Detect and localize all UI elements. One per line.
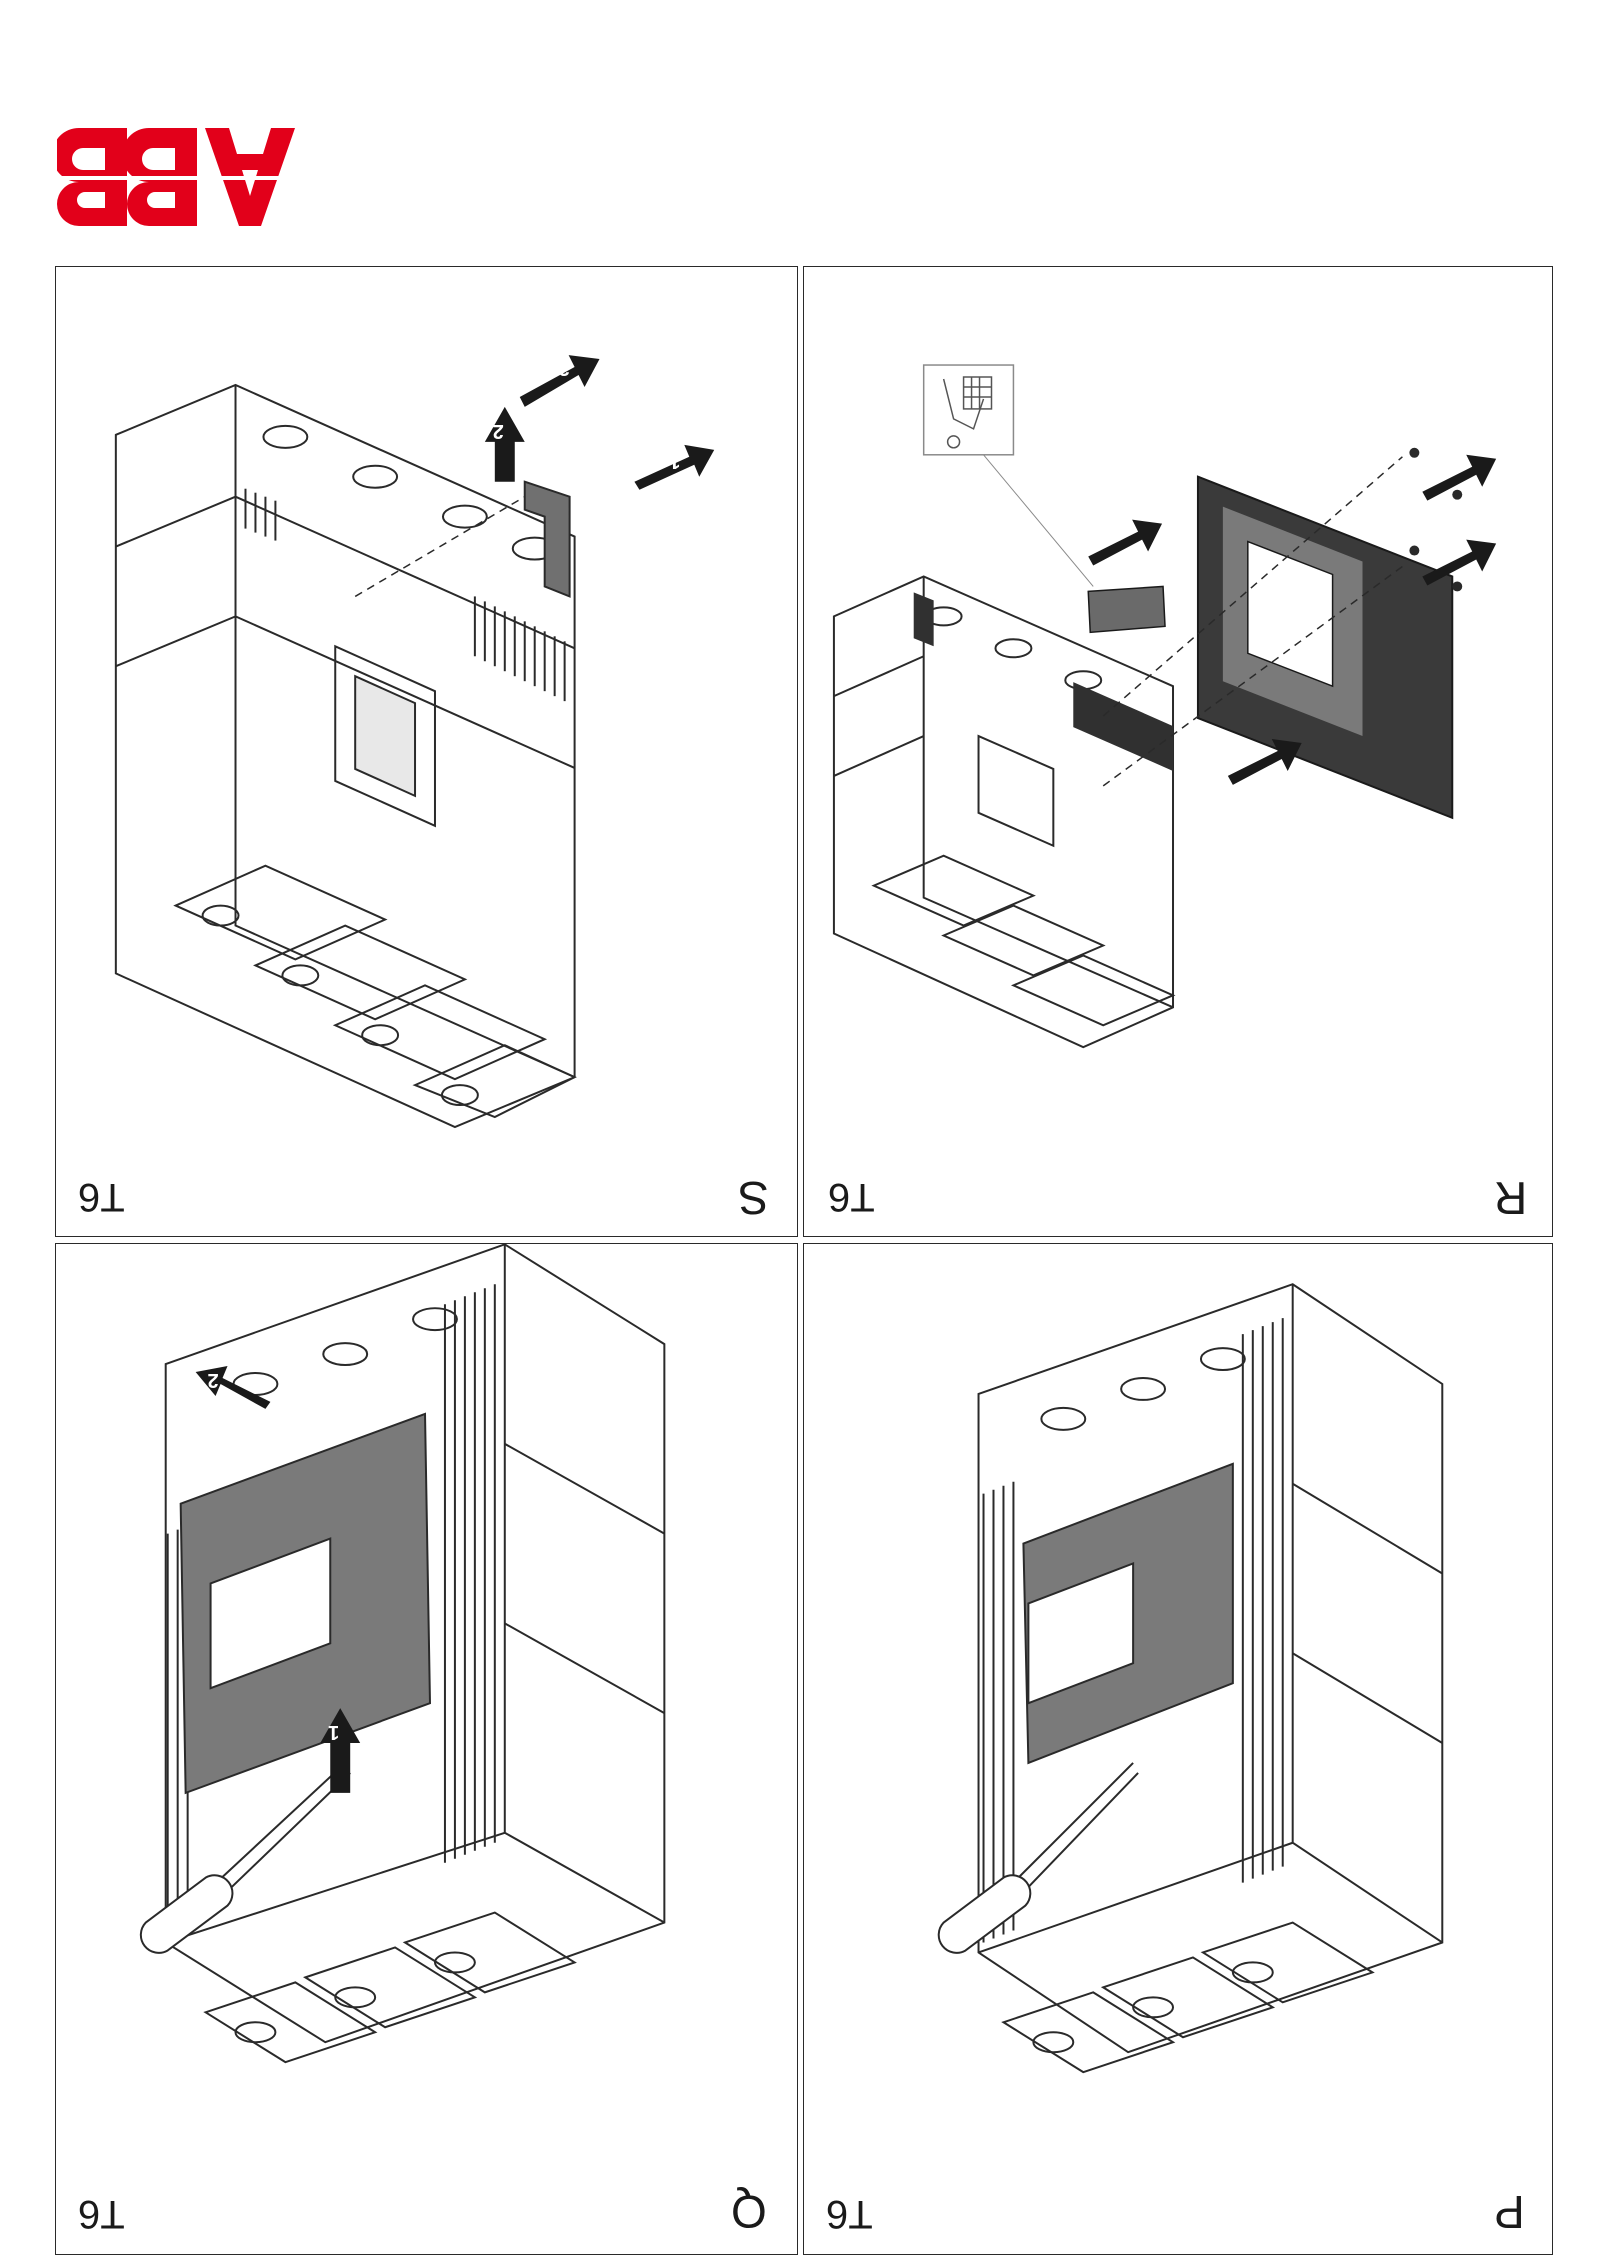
screwdriver-gripper-icon — [922, 364, 1094, 587]
panel-r: R T6 — [803, 266, 1553, 1237]
svg-text:3: 3 — [559, 357, 570, 379]
panel-s: 1 2 3 S T6 — [55, 266, 798, 1237]
panel-q: 1 2 Q T6 — [55, 1243, 798, 2255]
breaker-illustration-q: 1 2 — [139, 1244, 666, 2064]
svg-text:2: 2 — [493, 420, 504, 442]
svg-text:1: 1 — [669, 450, 680, 472]
breaker-illustration-p — [937, 1283, 1444, 2074]
abb-logo — [57, 128, 295, 226]
breaker-illustration-s: 1 2 3 — [114, 355, 715, 1129]
model-label: T6 — [78, 1175, 125, 1219]
model-label: T6 — [826, 2192, 873, 2236]
svg-text:2: 2 — [207, 1369, 218, 1391]
panel-letter: P — [1494, 2186, 1525, 2238]
panel-letter: Q — [731, 2186, 767, 2238]
panel-letter: S — [738, 1172, 769, 1224]
panel-letter: R — [1494, 1172, 1528, 1224]
breaker-illustration-r — [832, 364, 1497, 1049]
svg-text:1: 1 — [328, 1721, 339, 1743]
model-label: T6 — [828, 1175, 875, 1219]
model-label: T6 — [78, 2192, 125, 2236]
panel-p: P T6 — [803, 1243, 1553, 2255]
